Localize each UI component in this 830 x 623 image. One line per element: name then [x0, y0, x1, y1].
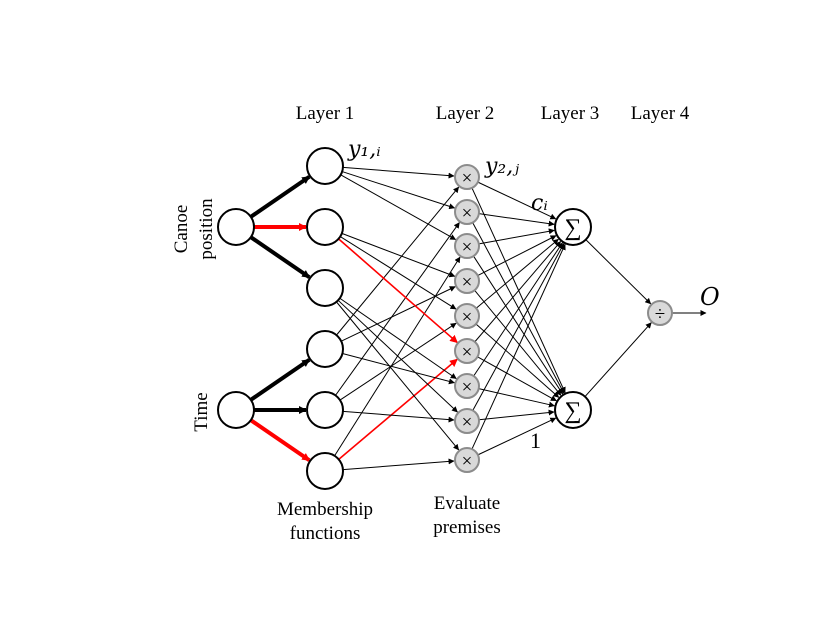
- product-node: ×: [454, 164, 480, 190]
- membership-to-product-edge: [342, 458, 455, 471]
- product-to-sum-edge: [475, 323, 560, 398]
- layer-1-label: Layer 1: [296, 103, 355, 124]
- sum-to-divide-edge: [584, 322, 652, 397]
- sum-to-divide-edge: [585, 239, 652, 305]
- input-to-membership-arrow: [249, 358, 311, 402]
- membership-to-product-edge: [341, 171, 456, 210]
- product-to-sum-edge: [475, 238, 559, 309]
- membership-node: [306, 452, 344, 490]
- membership-caption-line2: functions: [290, 523, 361, 544]
- product-nodes: × × × × × × × × ×: [454, 164, 480, 473]
- product-to-sum-edge: [478, 409, 555, 421]
- product-node: ×: [454, 447, 480, 473]
- product-to-sum-edge: [477, 181, 557, 220]
- membership-to-product-edge: [337, 299, 458, 413]
- product-symbol: ×: [462, 412, 473, 433]
- input-to-membership-arrow: [249, 418, 311, 462]
- layer-2-label: Layer 2: [436, 103, 495, 124]
- membership-to-product-edge: [339, 297, 457, 380]
- product-node: ×: [454, 408, 480, 434]
- sum-node-top: ∑: [554, 208, 592, 246]
- product-to-sum-edge: [474, 289, 562, 396]
- product-node: ×: [454, 338, 480, 364]
- membership-to-product-edge: [338, 358, 458, 460]
- product-to-sum-edge: [477, 235, 557, 276]
- product-symbol: ×: [462, 451, 473, 472]
- sum-node-bottom: ∑: [554, 391, 592, 429]
- layer-3-label: Layer 3: [541, 103, 600, 124]
- product-to-sum-edge: [473, 255, 564, 395]
- product-to-sum-edge: [477, 417, 557, 456]
- membership-node: [306, 391, 344, 429]
- membership-to-product-edge: [342, 353, 455, 385]
- product-symbol: ×: [462, 342, 473, 363]
- product-node: ×: [454, 268, 480, 294]
- product-symbol: ×: [462, 203, 473, 224]
- product-to-sum-edge: [478, 213, 555, 227]
- evaluate-caption-line2: premises: [433, 517, 501, 538]
- evaluate-caption-line1: Evaluate: [434, 493, 500, 514]
- product-node: ×: [454, 373, 480, 399]
- membership-to-product-edge: [341, 286, 456, 342]
- product-to-sum-edge: [477, 356, 557, 402]
- membership-to-product-edge: [336, 186, 460, 336]
- input-to-membership-arrow: [249, 175, 311, 219]
- membership-to-product-edge: [341, 232, 456, 278]
- product-to-sum-edge: [478, 388, 555, 408]
- membership-to-product-edge: [342, 410, 455, 423]
- input-node-canoe-position: [217, 208, 255, 246]
- divide-symbol: ÷: [655, 304, 665, 325]
- canoe-label-line2: position: [196, 198, 217, 260]
- product-to-sum-edge: [471, 243, 566, 450]
- edges: [249, 166, 707, 471]
- product-to-sum-edge: [478, 228, 555, 245]
- product-to-sum-edge: [472, 243, 565, 411]
- divide-node: ÷: [647, 300, 673, 326]
- sum-symbol: ∑: [564, 215, 581, 241]
- product-node: ×: [454, 303, 480, 329]
- membership-to-product-edge: [336, 301, 460, 451]
- membership-to-product-edge: [340, 174, 457, 241]
- output-label: O: [700, 283, 720, 311]
- membership-node: [306, 208, 344, 246]
- membership-to-product-edge: [338, 238, 458, 344]
- input-to-membership-arrow: [249, 235, 311, 279]
- layer-4-label: Layer 4: [631, 103, 690, 124]
- product-symbol: ×: [462, 237, 473, 258]
- y1i-label: y₁,ᵢ: [347, 137, 381, 162]
- product-node: ×: [454, 199, 480, 225]
- membership-to-product-edge: [342, 166, 455, 179]
- product-symbol: ×: [462, 168, 473, 189]
- membership-to-product-edge: [339, 236, 457, 310]
- membership-node: [306, 330, 344, 368]
- product-symbol: ×: [462, 272, 473, 293]
- product-to-sum-edge: [474, 241, 562, 343]
- canoe-label-line1: Canoe: [171, 205, 192, 254]
- time-label: Time: [191, 392, 212, 431]
- product-to-sum-edge: [473, 242, 563, 377]
- membership-node: [306, 269, 344, 307]
- constant-one-label: 1: [530, 428, 541, 453]
- ci-label: cᵢ: [531, 191, 548, 216]
- product-node: ×: [454, 233, 480, 259]
- membership-to-product-edge: [335, 222, 460, 396]
- membership-to-product-edge: [339, 322, 457, 401]
- product-symbol: ×: [462, 377, 473, 398]
- sum-symbol: ∑: [564, 398, 581, 424]
- membership-node: [306, 147, 344, 185]
- product-to-sum-edge: [472, 222, 565, 394]
- y2j-label: y₂,ⱼ: [484, 154, 519, 179]
- input-node-time: [217, 391, 255, 429]
- product-symbol: ×: [462, 307, 473, 328]
- membership-caption-line1: Membership: [277, 499, 373, 520]
